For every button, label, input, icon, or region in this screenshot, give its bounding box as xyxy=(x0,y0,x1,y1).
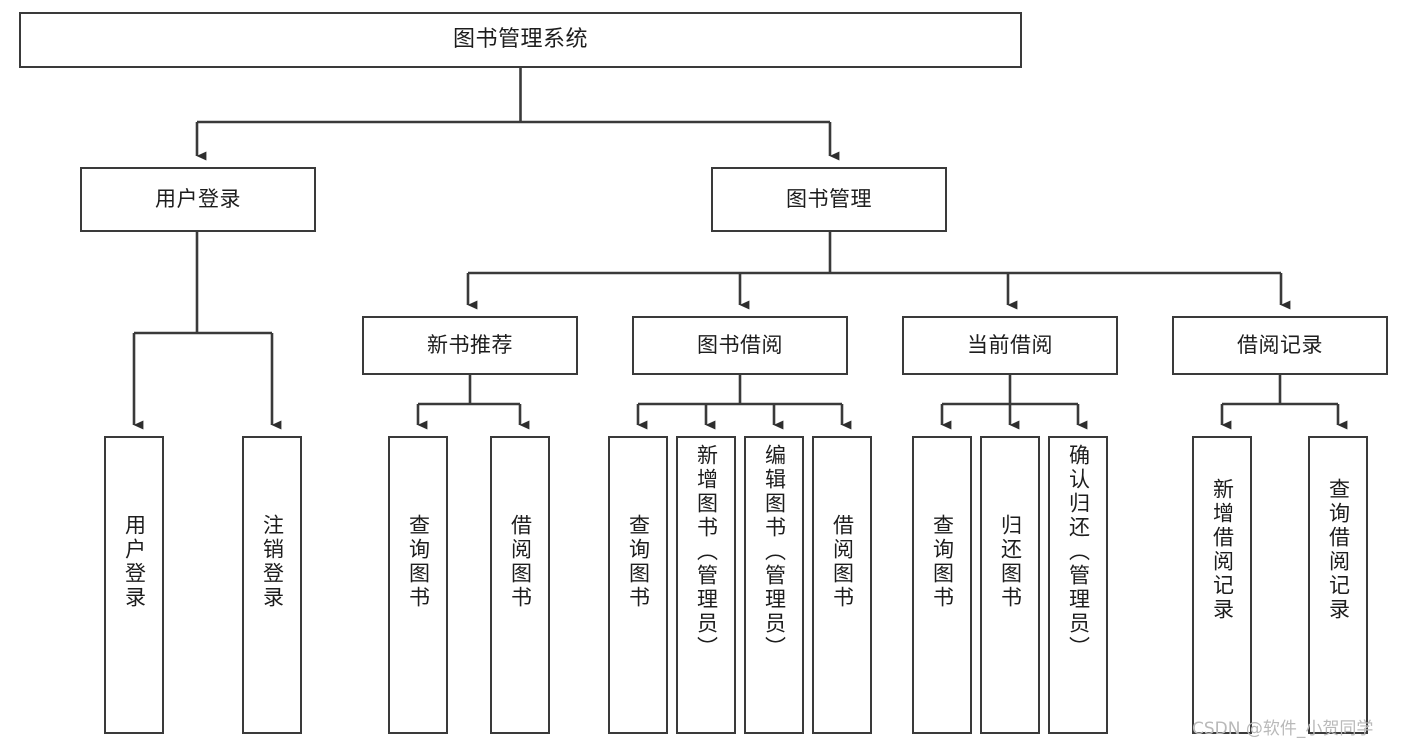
node-leaf-confirm-return[interactable]: 确认归还（管理员） xyxy=(1048,436,1108,734)
node-leaf-add-book[interactable]: 新增图书（管理员） xyxy=(676,436,736,734)
node-leaf-edit-book[interactable]: 编辑图书（管理员） xyxy=(744,436,804,734)
node-label: 当前借阅 xyxy=(967,333,1053,358)
node-leaf-user-logout[interactable]: 注销登录 xyxy=(242,436,302,734)
node-book-management[interactable]: 图书管理 xyxy=(711,167,947,232)
node-book-management-system[interactable]: 图书管理系统 xyxy=(19,12,1022,68)
node-label: 新增图书（管理员） xyxy=(694,444,719,660)
node-label: 归还图书 xyxy=(998,514,1023,610)
node-label: 图书管理 xyxy=(786,187,872,212)
node-label: 用户登录 xyxy=(122,514,147,610)
node-label: 查询借阅记录 xyxy=(1326,478,1351,622)
node-leaf-query-book-2[interactable]: 查询图书 xyxy=(608,436,668,734)
node-user-login[interactable]: 用户登录 xyxy=(80,167,316,232)
node-current-borrow[interactable]: 当前借阅 xyxy=(902,316,1118,375)
node-new-book-recommend[interactable]: 新书推荐 xyxy=(362,316,578,375)
node-label: 查询图书 xyxy=(930,514,955,610)
node-leaf-borrow-book-2[interactable]: 借阅图书 xyxy=(812,436,872,734)
node-book-borrow[interactable]: 图书借阅 xyxy=(632,316,848,375)
node-label: 新增借阅记录 xyxy=(1210,478,1235,622)
node-label: 确认归还（管理员） xyxy=(1066,444,1091,660)
node-label: 借阅记录 xyxy=(1237,333,1323,358)
node-label: 借阅图书 xyxy=(508,514,533,610)
node-label: 注销登录 xyxy=(260,514,285,610)
node-leaf-query-borrow-record[interactable]: 查询借阅记录 xyxy=(1308,436,1368,734)
node-leaf-query-book-1[interactable]: 查询图书 xyxy=(388,436,448,734)
node-leaf-add-borrow-record[interactable]: 新增借阅记录 xyxy=(1192,436,1252,734)
node-leaf-query-book-3[interactable]: 查询图书 xyxy=(912,436,972,734)
node-leaf-user-login[interactable]: 用户登录 xyxy=(104,436,164,734)
node-label: 图书管理系统 xyxy=(452,27,588,53)
node-leaf-return-book[interactable]: 归还图书 xyxy=(980,436,1040,734)
node-label: 查询图书 xyxy=(406,514,431,610)
node-label: 查询图书 xyxy=(626,514,651,610)
node-label: 图书借阅 xyxy=(697,333,783,358)
node-label: 用户登录 xyxy=(155,187,241,212)
node-label: 新书推荐 xyxy=(427,333,513,358)
node-label: 编辑图书（管理员） xyxy=(762,444,787,660)
node-borrow-record[interactable]: 借阅记录 xyxy=(1172,316,1388,375)
node-leaf-borrow-book-1[interactable]: 借阅图书 xyxy=(490,436,550,734)
node-label: 借阅图书 xyxy=(830,514,855,610)
